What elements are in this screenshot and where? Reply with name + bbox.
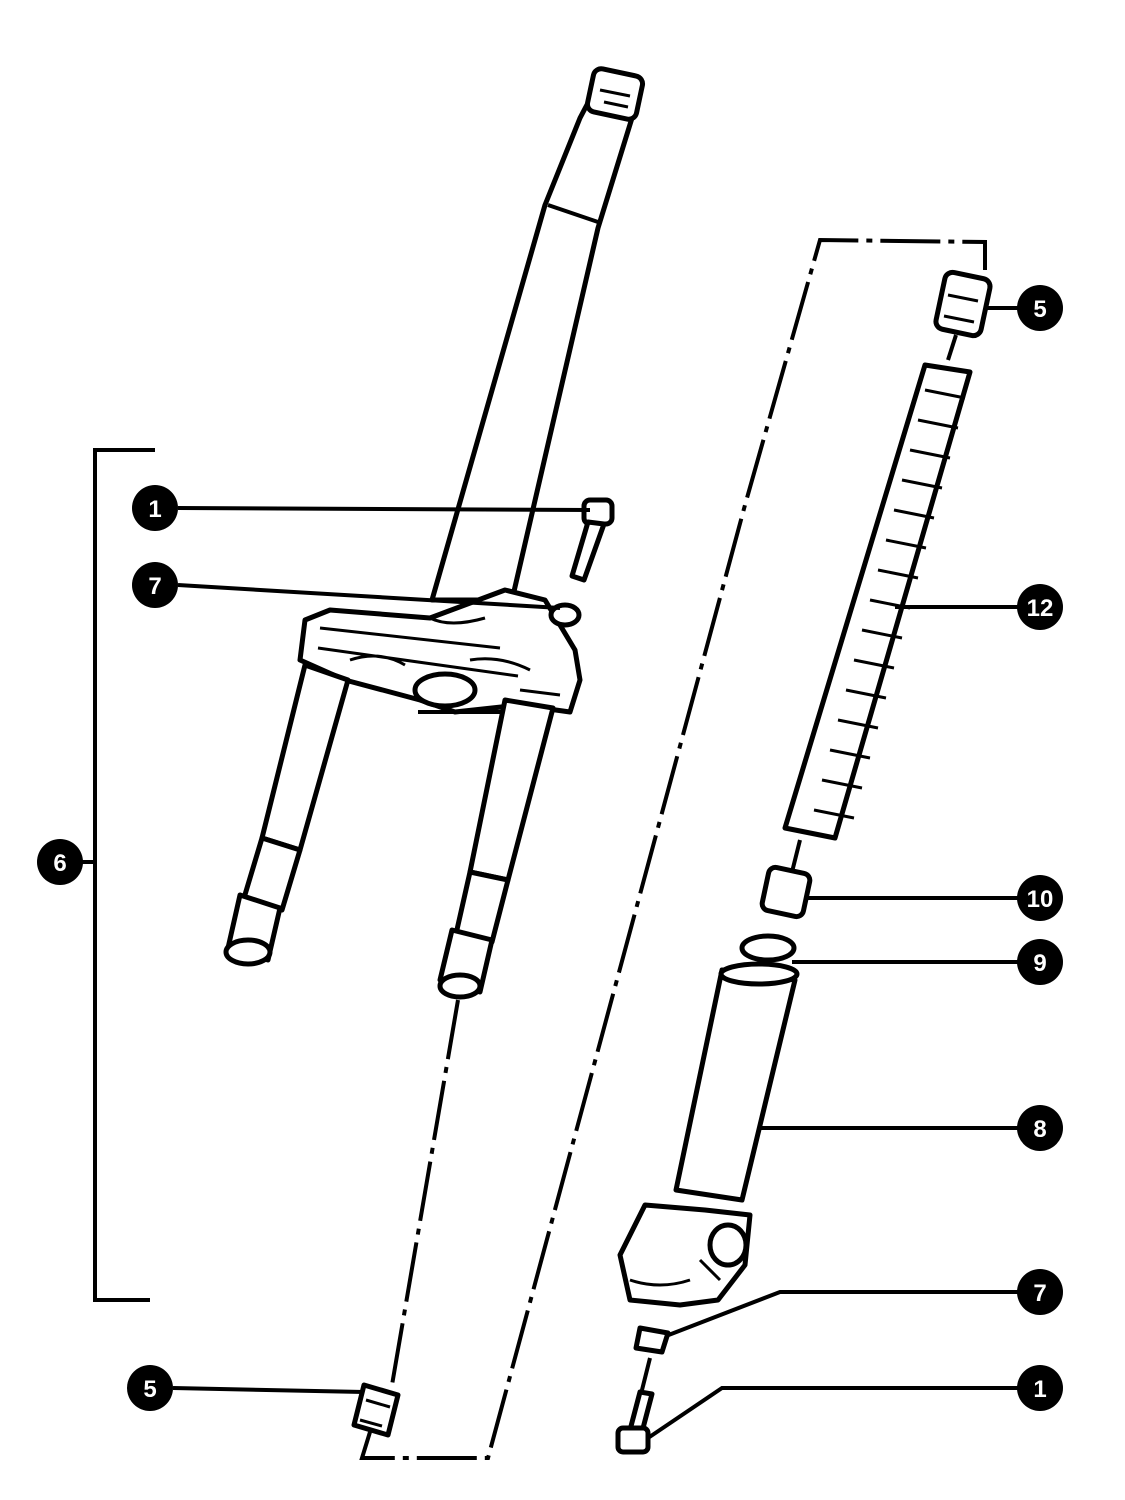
right-fork-leg bbox=[467, 697, 556, 883]
stem-nut bbox=[412, 671, 478, 709]
callout-7-right: 7 bbox=[1017, 1269, 1063, 1315]
callout-6: 6 bbox=[37, 839, 83, 885]
callout-label: 9 bbox=[1033, 950, 1046, 977]
callout-badge bbox=[132, 485, 178, 531]
callout-7-left: 7 bbox=[132, 562, 178, 608]
callout-label: 5 bbox=[1033, 296, 1046, 323]
callout-badge bbox=[37, 839, 83, 885]
callout-badge bbox=[127, 1365, 173, 1411]
leader-5-left bbox=[172, 1386, 365, 1394]
callout-label: 7 bbox=[148, 573, 161, 600]
callout-badge bbox=[1017, 1365, 1063, 1411]
callout-5-left: 5 bbox=[127, 1365, 173, 1411]
stem-cap-hatch bbox=[599, 88, 631, 109]
callout-badge bbox=[1017, 1269, 1063, 1315]
seat-washer bbox=[739, 933, 797, 963]
lower-fork-tube bbox=[673, 967, 798, 1203]
callout-label: 8 bbox=[1033, 1116, 1046, 1143]
leader-7-right bbox=[665, 1290, 1018, 1338]
callout-label: 10 bbox=[1027, 886, 1054, 913]
steering-stem-assembly bbox=[223, 66, 646, 1000]
callout-10: 10 bbox=[1017, 875, 1063, 921]
clamp-plate-detail bbox=[317, 616, 561, 697]
callout-label: 1 bbox=[148, 496, 161, 523]
callout-9: 9 bbox=[1017, 939, 1063, 985]
lower-washer bbox=[633, 1325, 671, 1355]
callout-label: 7 bbox=[1033, 1280, 1046, 1307]
left-bushing-detail bbox=[359, 1398, 391, 1428]
callout-badge bbox=[132, 562, 178, 608]
leader-1-right bbox=[646, 1386, 1018, 1440]
left-bolt-washer bbox=[548, 497, 615, 628]
axle-lug-detail bbox=[629, 1258, 722, 1287]
left-assembly-axis bbox=[359, 237, 987, 1460]
stem-band bbox=[547, 203, 599, 224]
upper-bushing bbox=[933, 269, 993, 339]
leader-1-left bbox=[177, 506, 591, 512]
right-fork-cap-end bbox=[437, 972, 483, 1000]
callout-1-right: 1 bbox=[1017, 1365, 1063, 1411]
callout-badge bbox=[1017, 285, 1063, 331]
callout-badge bbox=[1017, 584, 1063, 630]
callout-badge bbox=[1017, 875, 1063, 921]
upper-rod bbox=[946, 334, 958, 361]
callout-5-right: 5 bbox=[1017, 285, 1063, 331]
lower-bolt-axis bbox=[640, 1357, 652, 1391]
callout-badge bbox=[1017, 1105, 1063, 1151]
lower-tube-rim bbox=[718, 961, 800, 987]
callout-label: 12 bbox=[1027, 595, 1054, 622]
left-washer bbox=[548, 602, 582, 628]
axle-lug-eye bbox=[707, 1222, 749, 1268]
left-lower-bushing bbox=[351, 1382, 401, 1438]
callout-8: 8 bbox=[1017, 1105, 1063, 1151]
upper-bushing-detail bbox=[943, 293, 979, 324]
left-fork-leg bbox=[259, 662, 351, 853]
top-clamp-plate bbox=[297, 587, 583, 715]
leader-7-left bbox=[177, 583, 561, 610]
spacer bbox=[759, 864, 813, 920]
spring-coils bbox=[813, 388, 966, 820]
lower-rod bbox=[790, 839, 802, 873]
callout-1-left: 1 bbox=[132, 485, 178, 531]
left-fork-cap-end bbox=[223, 937, 273, 967]
left-bolt-shank bbox=[569, 519, 607, 583]
callout-label: 6 bbox=[53, 850, 66, 877]
lower-bolt-head bbox=[615, 1425, 651, 1455]
callout-label: 1 bbox=[1033, 1376, 1046, 1403]
callout-12: 12 bbox=[1017, 584, 1063, 630]
right-damper-assembly bbox=[615, 269, 993, 1455]
leader-lines bbox=[172, 306, 1018, 1440]
callout-badge bbox=[1017, 939, 1063, 985]
callout-label: 5 bbox=[143, 1376, 156, 1403]
